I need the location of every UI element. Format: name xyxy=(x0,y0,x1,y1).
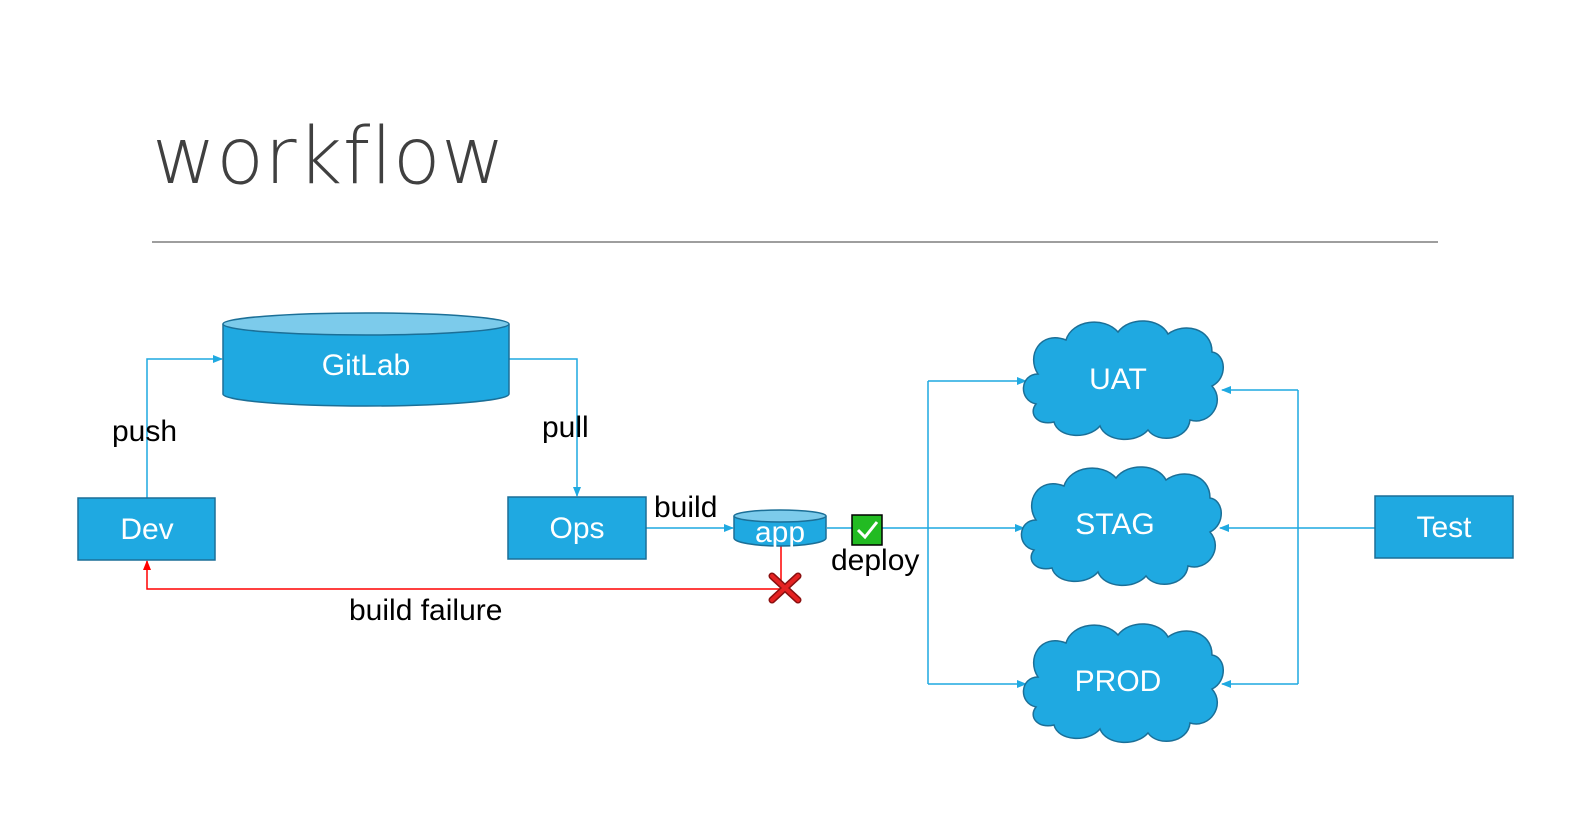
gitlab-node[interactable]: GitLab xyxy=(222,312,510,407)
ops-label: Ops xyxy=(549,512,604,545)
stag-label: STAG xyxy=(1075,508,1154,541)
ops-node[interactable]: Ops xyxy=(507,496,647,560)
prod-node[interactable]: PROD xyxy=(1022,623,1225,744)
build-label: build xyxy=(654,491,717,524)
deploy-label: deploy xyxy=(831,544,919,577)
cross-icon xyxy=(768,572,802,604)
test-node[interactable]: Test xyxy=(1374,495,1514,559)
app-node[interactable]: app xyxy=(733,509,827,549)
dev-label: Dev xyxy=(120,513,173,546)
gitlab-label: GitLab xyxy=(322,349,410,382)
push-label: push xyxy=(112,415,177,448)
page-title: workflow xyxy=(152,112,506,202)
checkmark-icon xyxy=(851,514,883,546)
build-failure-label: build failure xyxy=(349,594,502,627)
uat-node[interactable]: UAT xyxy=(1022,320,1225,441)
app-label: app xyxy=(755,516,805,549)
pull-label: pull xyxy=(542,411,589,444)
push-connector xyxy=(146,355,223,498)
pull-connector xyxy=(509,358,581,497)
build-failure-connector xyxy=(143,544,782,590)
stag-node[interactable]: STAG xyxy=(1020,466,1223,587)
uat-label: UAT xyxy=(1089,363,1147,396)
prod-label: PROD xyxy=(1075,665,1162,698)
dev-node[interactable]: Dev xyxy=(77,497,216,561)
test-label: Test xyxy=(1416,511,1472,544)
